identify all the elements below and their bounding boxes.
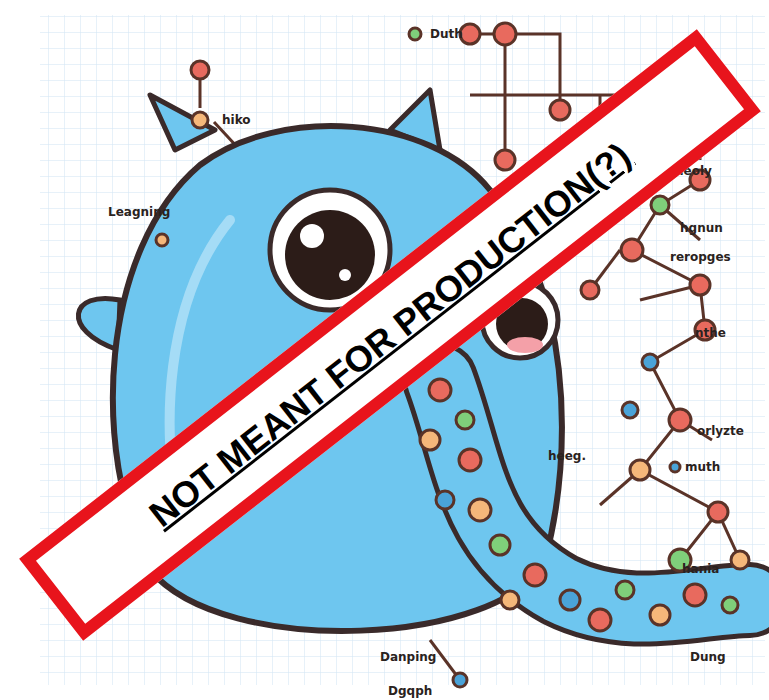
node-label: Dgqph — [388, 684, 432, 698]
node-label: reropges — [670, 250, 731, 264]
node-label: heeg. — [548, 449, 586, 463]
node-label: Duth — [430, 27, 463, 41]
node-label: nthe — [695, 326, 726, 340]
node-label: hgnun — [680, 221, 723, 235]
node-label: hania — [682, 562, 719, 576]
node-label: Leagning — [108, 205, 170, 219]
node-label: Dung — [690, 650, 726, 664]
node-label: hiko — [222, 113, 251, 127]
node-label: muth — [685, 460, 720, 474]
node-label: Danping — [380, 650, 436, 664]
node-label: orlyzte — [697, 424, 744, 438]
